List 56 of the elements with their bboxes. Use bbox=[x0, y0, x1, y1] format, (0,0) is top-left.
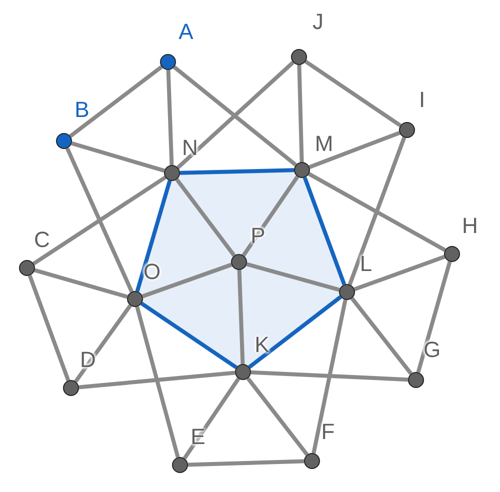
point-dot bbox=[294, 162, 310, 178]
line-segment bbox=[74, 304, 132, 383]
point-label: C bbox=[34, 228, 50, 252]
line-segment bbox=[78, 370, 236, 390]
line-segment bbox=[180, 168, 294, 175]
point-label: L bbox=[360, 252, 372, 276]
point-dot bbox=[399, 122, 415, 138]
line-segment bbox=[34, 268, 128, 299]
line-segment bbox=[248, 295, 342, 369]
line-segment bbox=[69, 65, 163, 138]
point-dot bbox=[56, 133, 72, 149]
line-segment bbox=[416, 261, 452, 373]
line-segment bbox=[246, 262, 340, 292]
line-segment bbox=[354, 254, 446, 292]
point-label: M bbox=[314, 132, 334, 156]
point-label: I bbox=[418, 88, 426, 112]
line-segment bbox=[142, 262, 232, 298]
line-segment bbox=[166, 70, 174, 166]
point-dot bbox=[291, 49, 307, 65]
point-label: K bbox=[254, 333, 270, 357]
point-dot bbox=[444, 246, 460, 262]
line-segment bbox=[297, 64, 304, 162]
line-segment bbox=[350, 297, 413, 375]
point-label: H bbox=[462, 214, 478, 238]
point-dot bbox=[160, 54, 176, 70]
point-dot bbox=[172, 457, 188, 473]
point-label: O bbox=[143, 260, 161, 284]
point-label: A bbox=[178, 20, 194, 44]
line-segment bbox=[135, 306, 180, 458]
line-segment bbox=[28, 274, 70, 382]
line-segment bbox=[246, 377, 309, 456]
point-dot bbox=[19, 260, 35, 276]
point-dot bbox=[127, 291, 143, 307]
line-segment bbox=[250, 370, 408, 382]
point-dot bbox=[164, 165, 180, 181]
line-segment bbox=[188, 459, 304, 467]
line-segment bbox=[65, 147, 134, 293]
line-segment bbox=[71, 141, 165, 173]
point-label: J bbox=[312, 10, 324, 34]
line-segment bbox=[135, 180, 172, 292]
line-segment bbox=[348, 136, 406, 286]
line-segment bbox=[237, 270, 245, 364]
line-segment bbox=[140, 302, 238, 370]
point-label: F bbox=[321, 420, 335, 444]
point-dot bbox=[408, 372, 424, 388]
line-segment bbox=[308, 172, 446, 252]
line-segment bbox=[304, 60, 402, 128]
point-dot bbox=[63, 380, 79, 396]
line-segment bbox=[302, 176, 346, 286]
point-label: B bbox=[74, 98, 90, 122]
line-segment bbox=[312, 299, 348, 454]
line-segment bbox=[32, 176, 166, 266]
point-dot bbox=[304, 453, 320, 469]
point-label: N bbox=[182, 136, 198, 160]
line-segment bbox=[308, 130, 400, 170]
line-segment bbox=[175, 178, 236, 257]
